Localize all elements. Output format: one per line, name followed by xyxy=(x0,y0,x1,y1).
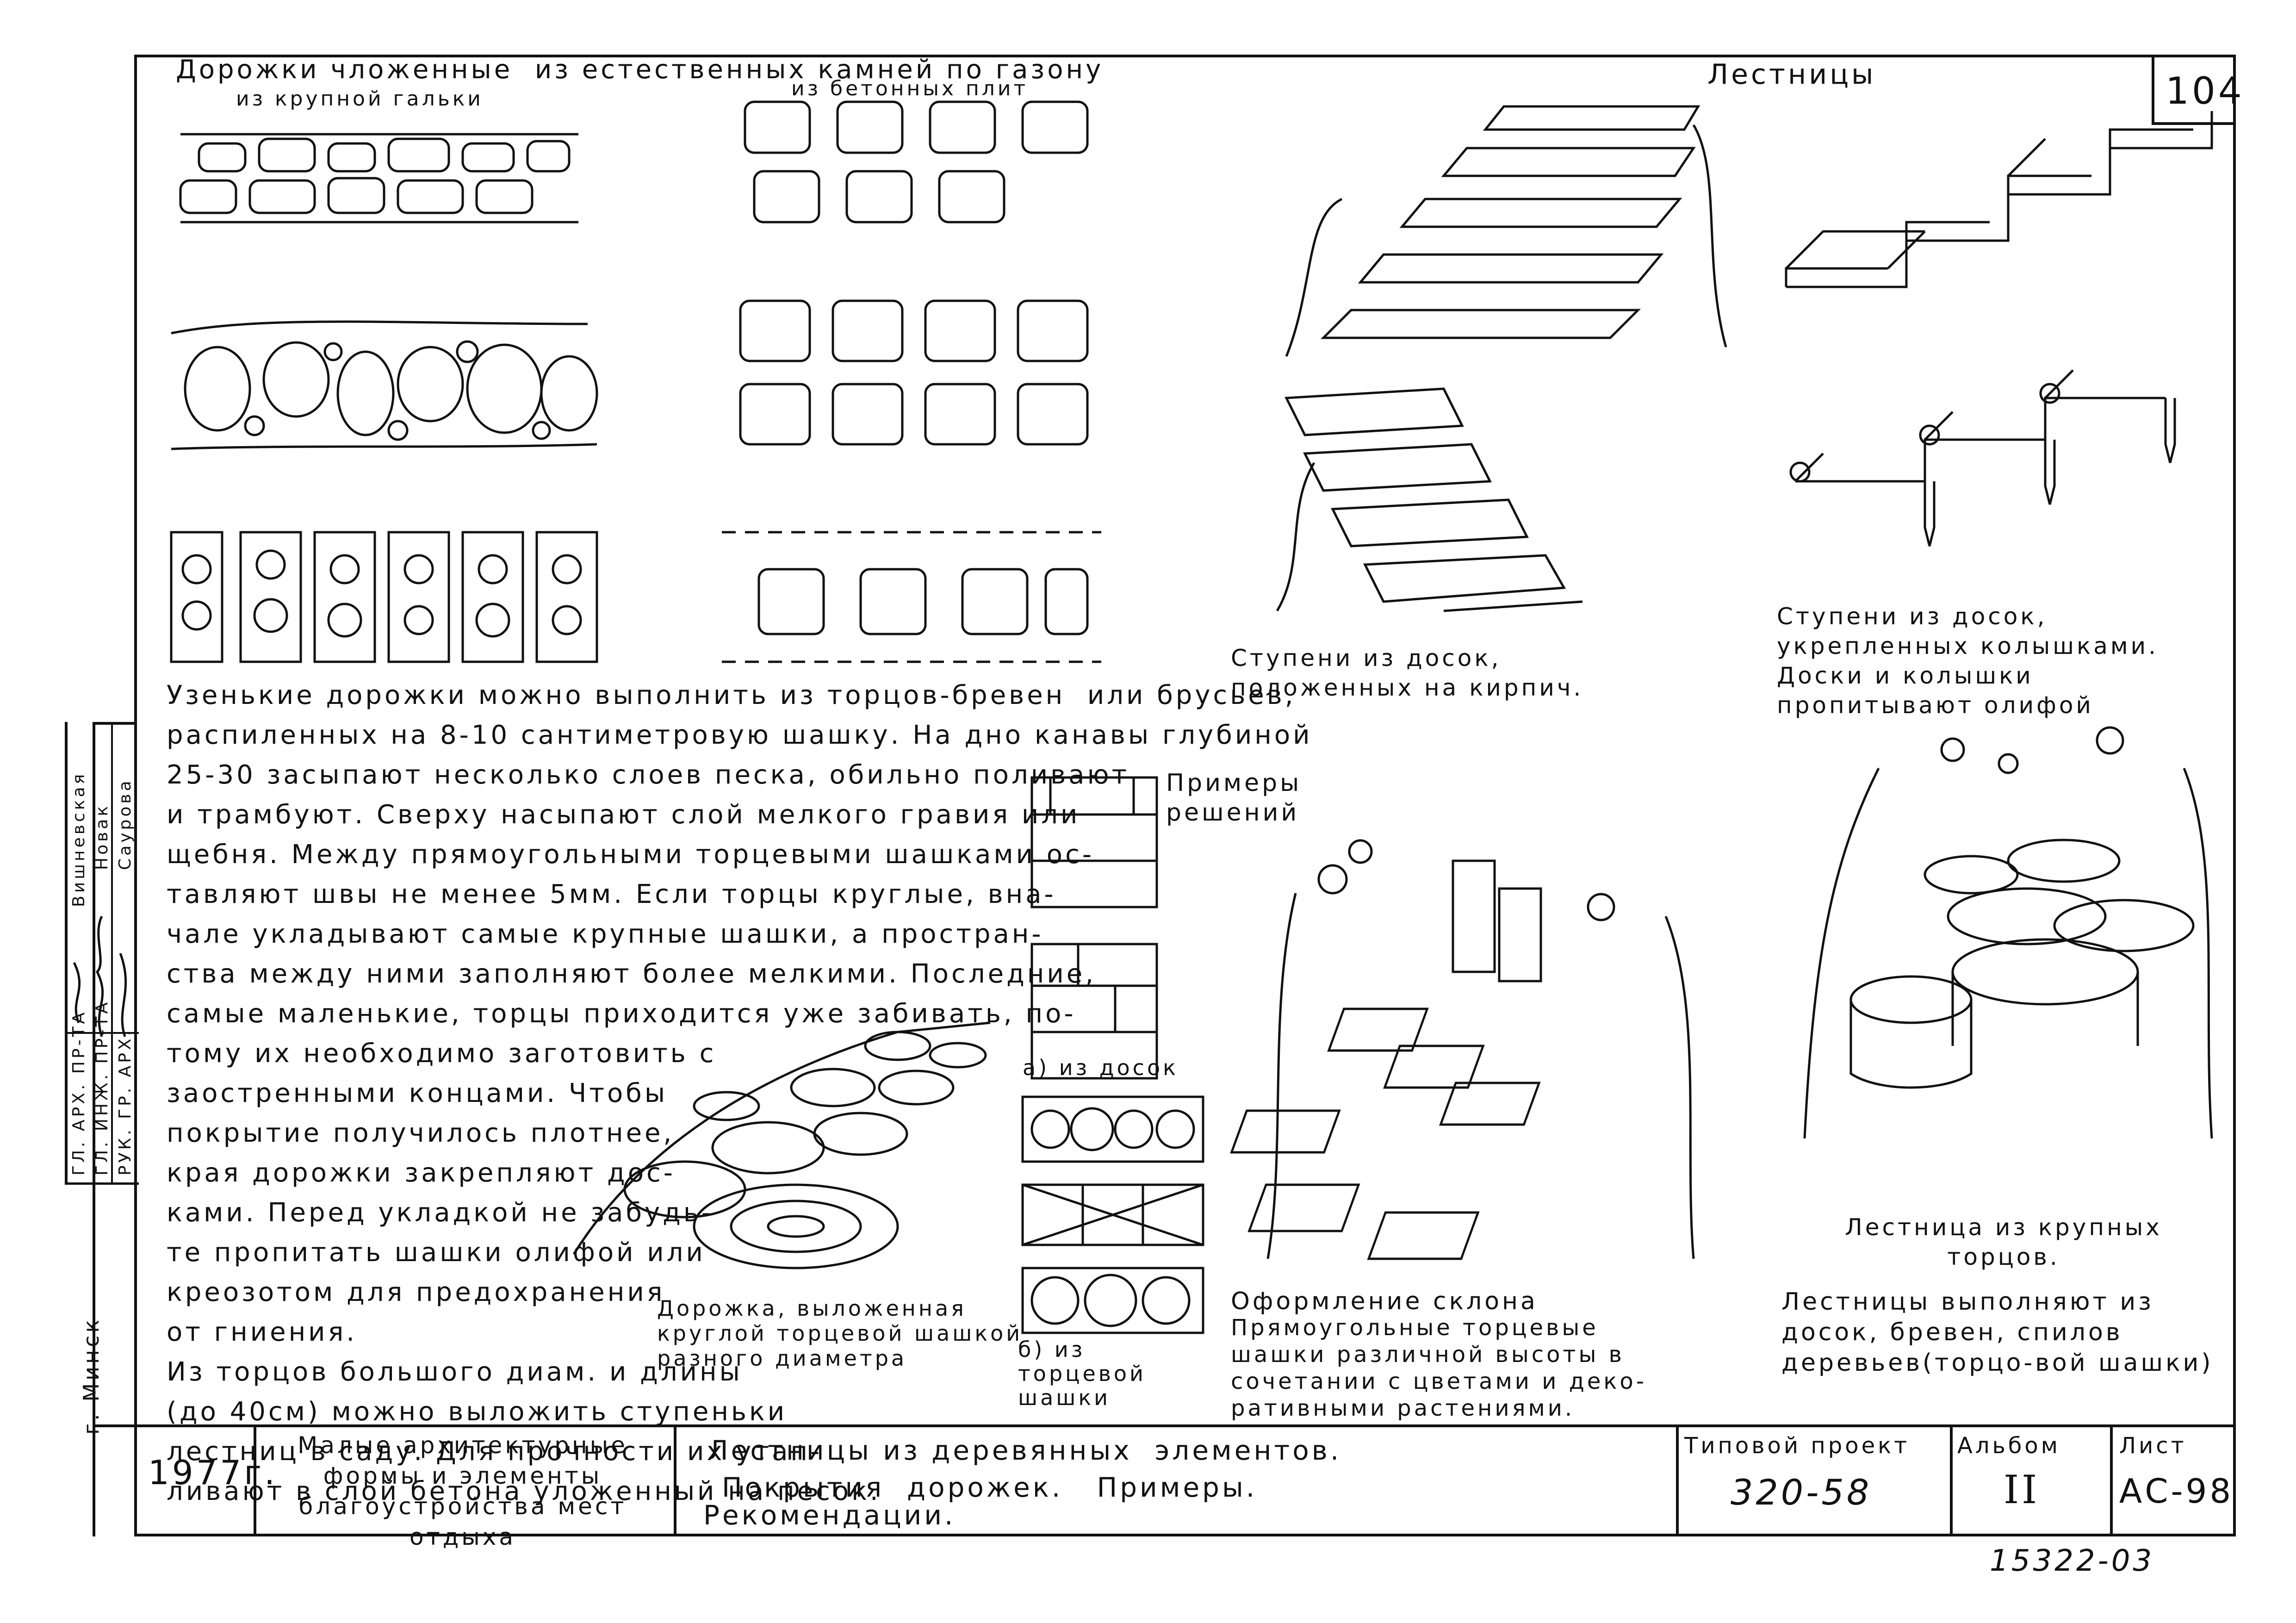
main-text-line: (до 40см) можно выложить ступеньки xyxy=(167,1397,788,1427)
title-block-line2: Покрытия дорожек. Примеры. xyxy=(722,1472,1258,1503)
example-b-label: б) из торцевой шашки xyxy=(1018,1337,1146,1410)
stamp-divider xyxy=(111,722,113,1185)
pebble-path-drawing-3 xyxy=(170,531,598,663)
main-text-line: от гниения. xyxy=(167,1317,358,1347)
main-text-line: заостренными концами. Чтобы xyxy=(167,1078,668,1108)
album-label: Альбом xyxy=(1957,1433,2060,1459)
stamp-name-2: Новак xyxy=(93,803,112,870)
pebble-section-title: Дорожки чложенные из естественных камней… xyxy=(176,55,1104,85)
caption-slope-desc: Прямоугольные торцевые шашки различной в… xyxy=(1231,1315,1647,1421)
main-text-line: ливают в слой бетона уложенный на песок. xyxy=(167,1476,881,1506)
stamp-strip-border xyxy=(93,1424,137,1427)
caption-slope: Оформление склона xyxy=(1231,1287,1538,1315)
main-text-line: покрытие получилось плотнее, xyxy=(167,1118,675,1148)
main-text-line: края дорожки закрепляют дос- xyxy=(167,1158,676,1188)
main-text-line: ства между ними заполняют более мелкими.… xyxy=(167,959,1097,989)
sheet-number-box-border xyxy=(2152,122,2233,125)
log-steps-drawing xyxy=(1285,105,1727,357)
stamp-city: г. Минск xyxy=(79,1317,104,1435)
sheet-number-box-border xyxy=(2152,55,2154,124)
title-block-divider xyxy=(674,1424,676,1534)
board-pegs-steps-drawing-bottom xyxy=(1789,369,2176,547)
concrete-subtitle: из бетонных плит xyxy=(791,77,1029,100)
concrete-path-drawing-2 xyxy=(739,299,1089,446)
title-block-year: 1977г. xyxy=(148,1453,278,1492)
title-block-line3: Рекомендации. xyxy=(703,1499,956,1531)
main-text-line: тавляют швы не менее 5мм. Если торцы кру… xyxy=(167,879,1056,909)
bottom-reference-number: 15322-03 xyxy=(1990,1544,2155,1578)
caption-stumps-title: Лестница из крупных торцов. xyxy=(1845,1214,2162,1270)
title-block-line1: Лестницы из деревянных элементов. xyxy=(708,1435,1342,1466)
sheet-frame xyxy=(134,55,2236,1536)
main-text-line: чале укладывают самые крупные шашки, а п… xyxy=(167,919,1044,949)
main-text-line: щебня. Между прямоугольными торцевыми ша… xyxy=(167,839,1095,870)
main-text-line: Узенькие дорожки можно выполнить из торц… xyxy=(167,680,1296,710)
sheet-value: АС-98 xyxy=(2119,1472,2234,1511)
title-block-divider xyxy=(2110,1424,2113,1534)
concrete-path-drawing-1 xyxy=(744,100,1089,224)
board-pegs-steps-drawing-top xyxy=(1785,111,2213,288)
title-block-description: Малые архитектурные формы и элементы бла… xyxy=(298,1432,628,1550)
stamp-strip-border xyxy=(93,722,137,725)
stamp-role-3: РУК. ГР. АРХ. xyxy=(116,1027,135,1175)
main-text-line: тому их необходимо заготовить с xyxy=(167,1038,717,1069)
slope-endgrain-drawing xyxy=(1230,839,1695,1260)
title-block-divider xyxy=(1950,1424,1953,1534)
sheet-label: Лист xyxy=(2119,1433,2187,1459)
project-value: 320-58 xyxy=(1731,1472,1872,1513)
main-text-line: распиленных на 8-10 сантиметровую шашку.… xyxy=(167,720,1313,750)
caption-boards-pegs: Ступени из досок, укрепленных колышками.… xyxy=(1777,603,2159,719)
round-endgrain-path-drawing xyxy=(572,1021,991,1269)
main-text-line: 25-30 засыпают несколько слоев песка, об… xyxy=(167,760,1130,790)
example-endgrain-path-drawing xyxy=(1021,1095,1204,1334)
main-text-line: лестниц в саду. Для прочности их утап- xyxy=(167,1436,823,1467)
stamp-name-3: Саурова xyxy=(116,778,135,870)
concrete-path-drawing-3 xyxy=(722,531,1101,663)
stairs-title: Лестницы xyxy=(1707,58,1876,91)
pebble-subtitle: из крупной гальки xyxy=(236,87,484,111)
pebble-path-drawing-1 xyxy=(179,133,578,224)
sheet-number: 104 xyxy=(2166,69,2245,112)
boards-on-brick-drawing xyxy=(1276,387,1583,612)
stump-stairs-drawing xyxy=(1803,726,2213,1139)
caption-round-path: Дорожка, выложенная круглой торцевой шаш… xyxy=(657,1296,1023,1371)
pebble-path-drawing-2 xyxy=(171,320,598,450)
title-block-divider xyxy=(1676,1424,1679,1534)
example-board-path-drawing xyxy=(1030,776,1158,1080)
main-text-line: те пропитать шашки олифой или xyxy=(167,1237,706,1268)
main-text-line: самые маленькие, торцы приходится уже за… xyxy=(167,999,1076,1029)
caption-boards-on-brick: Ступени из досок, положенных на кирпич. xyxy=(1231,645,1584,701)
stamp-divider xyxy=(65,1182,139,1185)
stamp-name-1: Вишневская xyxy=(69,771,88,907)
signature-marks xyxy=(73,915,127,1037)
example-a-label: а) из досок xyxy=(1023,1055,1179,1080)
title-block-divider xyxy=(254,1424,256,1534)
album-value: II xyxy=(2004,1467,2040,1512)
main-text-line: Из торцов большого диам. и длины xyxy=(167,1357,743,1387)
caption-stumps-desc: Лестницы выполняют из досок, бревен, спи… xyxy=(1781,1288,2214,1377)
project-label: Типовой проект xyxy=(1684,1433,1910,1459)
stamp-divider xyxy=(65,722,68,1185)
title-block-top-border xyxy=(134,1424,2233,1427)
main-text-line: креозотом для предохранения xyxy=(167,1277,665,1307)
stamp-strip-border xyxy=(93,722,95,1536)
examples-title: Примеры решений xyxy=(1166,769,1302,827)
